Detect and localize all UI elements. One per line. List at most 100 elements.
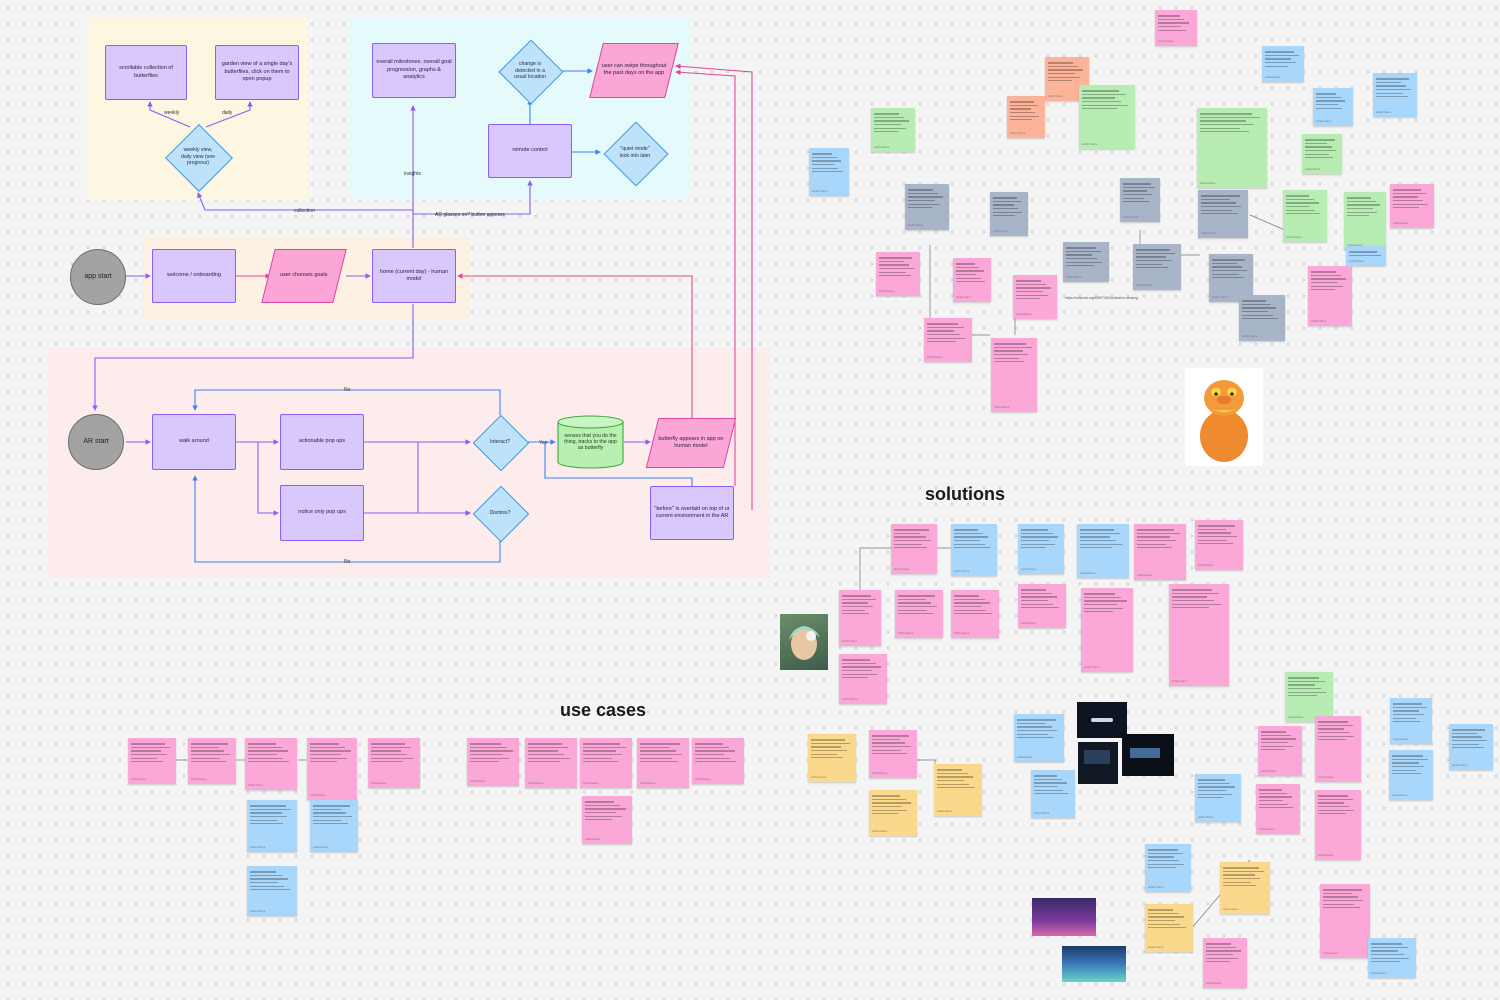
sticky-note[interactable]: Author Name: [839, 590, 881, 646]
sticky-note[interactable]: Author Name: [1315, 790, 1361, 860]
sticky-note[interactable]: Author Name: [1063, 242, 1109, 282]
sticky-author: Author Name: [1136, 284, 1151, 287]
sticky-note[interactable]: Author Name: [188, 738, 236, 784]
user-chooses-goals-node[interactable]: user chooses goals: [261, 249, 346, 303]
sticky-note[interactable]: Author Name: [1220, 862, 1270, 914]
sticky-note[interactable]: Author Name: [809, 148, 849, 196]
user-can-swipe-node[interactable]: user can swipe throughout the past days …: [589, 43, 679, 98]
sticky-note[interactable]: Author Name: [1155, 10, 1197, 46]
sticky-note[interactable]: Author Name: [871, 108, 915, 152]
butterfly-appears-node[interactable]: butterfly appears in app on human model: [646, 418, 736, 468]
sticky-note[interactable]: Author Name: [1031, 770, 1075, 818]
sticky-note[interactable]: Author Name: [692, 738, 744, 784]
sticky-note[interactable]: Author Name: [310, 800, 358, 852]
sticky-note[interactable]: Author Name: [1195, 520, 1243, 570]
sticky-note[interactable]: Author Name: [582, 796, 632, 844]
sticky-note[interactable]: Author Name: [1320, 884, 1370, 958]
sticky-note[interactable]: Author Name: [637, 738, 689, 788]
ar-start-node[interactable]: AR start: [68, 414, 124, 470]
sticky-note[interactable]: Author Name: [1145, 904, 1193, 952]
sticky-note[interactable]: Author Name: [1256, 784, 1300, 834]
sticky-note[interactable]: Author Name: [869, 790, 917, 836]
welcome-node[interactable]: welcome / onboarding: [152, 249, 236, 303]
dismiss-decision[interactable]: Dismiss?: [472, 485, 528, 541]
sticky-note[interactable]: Author Name: [1368, 938, 1416, 978]
sticky-note[interactable]: Author Name: [895, 590, 943, 638]
sticky-note[interactable]: Author Name: [1389, 750, 1433, 800]
sticky-note[interactable]: Author Name: [1313, 88, 1353, 126]
overall-milestones-node[interactable]: overall milestones, overall goal progres…: [372, 43, 456, 98]
sticky-note[interactable]: Author Name: [1449, 724, 1493, 770]
sticky-note[interactable]: Author Name: [1018, 584, 1066, 628]
sticky-note[interactable]: Author Name: [1239, 295, 1285, 341]
sticky-note[interactable]: Author Name: [247, 866, 297, 916]
sticky-note[interactable]: Author Name: [839, 654, 887, 704]
sticky-note[interactable]: Author Name: [1346, 246, 1386, 266]
sticky-note[interactable]: Author Name: [1308, 266, 1352, 326]
sticky-note[interactable]: Author Name: [1197, 108, 1267, 188]
sticky-note[interactable]: Author Name: [1077, 524, 1129, 578]
sticky-note[interactable]: Author Name: [924, 318, 972, 362]
reference-link[interactable]: https://unsurvb.org/s/897760/collective-…: [1065, 296, 1138, 300]
sticky-note[interactable]: Author Name: [580, 738, 632, 788]
sticky-note[interactable]: Author Name: [1014, 714, 1064, 762]
sticky-note[interactable]: Author Name: [934, 764, 982, 816]
sticky-note[interactable]: Author Name: [1390, 698, 1432, 744]
sticky-note[interactable]: Author Name: [953, 258, 991, 302]
sticky-note[interactable]: Author Name: [951, 524, 997, 576]
sticky-note[interactable]: Author Name: [876, 252, 920, 296]
sticky-note[interactable]: Author Name: [1373, 73, 1417, 117]
sticky-note[interactable]: Author Name: [1285, 672, 1333, 722]
scrollable-collection-node[interactable]: scrollable collection of butterflies: [105, 45, 187, 100]
sticky-note[interactable]: Author Name: [1262, 46, 1304, 82]
sticky-note[interactable]: Author Name: [1198, 190, 1248, 238]
sticky-note[interactable]: Author Name: [1302, 134, 1342, 174]
sticky-note[interactable]: Author Name: [1133, 244, 1181, 290]
sticky-note[interactable]: Author Name: [990, 192, 1028, 236]
notice-only-popups-node[interactable]: notice only pop ups: [280, 485, 364, 541]
sticky-note[interactable]: Author Name: [1283, 190, 1327, 242]
sticky-note[interactable]: Author Name: [808, 734, 856, 782]
sticky-note[interactable]: Author Name: [467, 738, 519, 786]
home-node[interactable]: home (current day) - human model: [372, 249, 456, 303]
sticky-note[interactable]: Author Name: [1344, 192, 1386, 250]
interact-decision[interactable]: Interact?: [472, 414, 528, 470]
sticky-note[interactable]: Author Name: [368, 738, 420, 788]
garden-view-node[interactable]: garden view of a single day's butterflie…: [215, 45, 299, 100]
sticky-note[interactable]: Author Name: [1145, 844, 1191, 892]
sticky-note[interactable]: Author Name: [307, 738, 357, 800]
sticky-note[interactable]: Author Name: [128, 738, 176, 784]
sticky-note[interactable]: Author Name: [1315, 716, 1361, 782]
sticky-note[interactable]: Author Name: [869, 730, 917, 778]
actionable-popups-node[interactable]: actionable pop ups: [280, 414, 364, 470]
sticky-note[interactable]: Author Name: [891, 524, 937, 574]
sticky-note[interactable]: Author Name: [525, 738, 577, 788]
sticky-note[interactable]: Author Name: [1195, 774, 1241, 822]
sticky-note[interactable]: Author Name: [905, 184, 949, 230]
senses-data-store[interactable]: senses that you do the thing, tracks to …: [557, 415, 624, 469]
sticky-note[interactable]: Author Name: [1258, 726, 1302, 776]
sticky-note[interactable]: Author Name: [247, 800, 297, 852]
sticky-author: Author Name: [528, 782, 543, 785]
change-detected-decision[interactable]: change is detected in a usual location: [497, 38, 563, 104]
sticky-note[interactable]: Author Name: [1018, 524, 1064, 574]
sticky-note[interactable]: Author Name: [991, 338, 1037, 412]
app-start-node[interactable]: app start: [70, 249, 126, 305]
sticky-note[interactable]: Author Name: [1013, 275, 1057, 319]
sticky-note[interactable]: Author Name: [1203, 938, 1247, 988]
sticky-note[interactable]: Author Name: [1390, 184, 1434, 228]
sticky-author: Author Name: [1137, 574, 1152, 577]
walk-around-node[interactable]: walk around: [152, 414, 236, 470]
sticky-note[interactable]: Author Name: [1120, 178, 1160, 222]
sticky-note[interactable]: Author Name: [1134, 524, 1186, 580]
quiet-mode-decision[interactable]: "quiet mode" look into later: [602, 120, 668, 186]
remote-control-node[interactable]: remote control: [488, 124, 572, 178]
sticky-note[interactable]: Author Name: [1079, 85, 1135, 149]
sticky-note[interactable]: Author Name: [245, 738, 297, 790]
sticky-note[interactable]: Author Name: [1081, 588, 1133, 672]
sticky-note[interactable]: Author Name: [1169, 584, 1229, 686]
sticky-note[interactable]: Author Name: [1007, 96, 1045, 138]
weekly-view-decision[interactable]: weekly view, daily view (see progress): [163, 122, 233, 192]
sticky-note[interactable]: Author Name: [951, 590, 999, 638]
before-overlaid-node[interactable]: "before" is overlaid on top of ur curren…: [650, 486, 734, 540]
